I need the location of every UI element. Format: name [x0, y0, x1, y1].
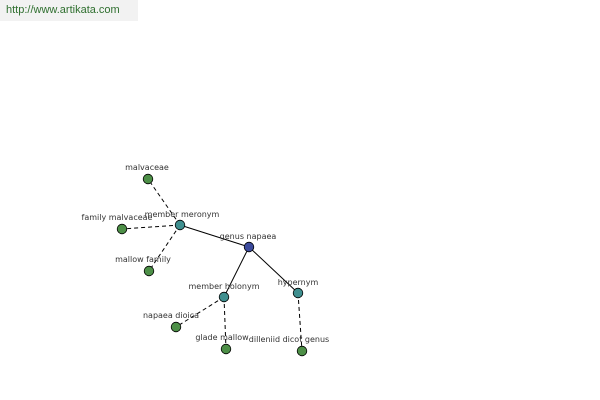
- edge-hypernym-to-dilleniid-dicot-genus: [297, 292, 303, 352]
- node-genus-napaea[interactable]: [243, 241, 255, 253]
- edge-genus-napaea-to-hypernym: [248, 246, 299, 294]
- edge-member-meronym-to-malvaceae: [147, 178, 181, 226]
- edge-member-holonym-to-napaea-dioica: [175, 296, 225, 328]
- node-label-napaea-dioica[interactable]: napaea dioica: [143, 311, 199, 320]
- edge-member-meronym-to-mallow-family: [148, 224, 181, 272]
- node-label-family-malvaceae[interactable]: family malvaceae: [82, 213, 153, 222]
- node-label-hypernym[interactable]: hypernym: [278, 278, 319, 287]
- node-member-holonym[interactable]: [218, 291, 230, 303]
- node-label-malvaceae[interactable]: malvaceae: [125, 163, 169, 172]
- node-label-glade-mallow[interactable]: glade mallow: [195, 333, 249, 342]
- edge-genus-napaea-to-member-meronym: [179, 224, 250, 248]
- node-malvaceae[interactable]: [142, 173, 154, 185]
- edge-genus-napaea-to-member-holonym: [223, 246, 250, 298]
- node-label-dilleniid-dicot-genus[interactable]: dilleniid dicot genus: [249, 335, 329, 344]
- node-label-member-holonym[interactable]: member holonym: [188, 282, 259, 291]
- edges-layer: [121, 178, 303, 352]
- node-dilleniid-dicot-genus[interactable]: [296, 345, 308, 357]
- node-member-meronym[interactable]: [174, 219, 186, 231]
- node-mallow-family[interactable]: [143, 265, 155, 277]
- node-label-member-meronym[interactable]: member meronym: [145, 210, 220, 219]
- nodes-layer: [116, 173, 308, 357]
- node-label-genus-napaea[interactable]: genus napaea: [220, 232, 277, 241]
- site-url-banner[interactable]: http://www.artikata.com: [0, 0, 138, 21]
- edge-member-holonym-to-glade-mallow: [223, 296, 227, 350]
- node-family-malvaceae[interactable]: [116, 223, 128, 235]
- edge-member-meronym-to-family-malvaceae: [121, 224, 181, 230]
- node-label-mallow-family[interactable]: mallow family: [115, 255, 171, 264]
- node-napaea-dioica[interactable]: [170, 321, 182, 333]
- node-glade-mallow[interactable]: [220, 343, 232, 355]
- node-hypernym[interactable]: [292, 287, 304, 299]
- labels-layer: genus napaea member meronym member holonym…: [82, 163, 330, 344]
